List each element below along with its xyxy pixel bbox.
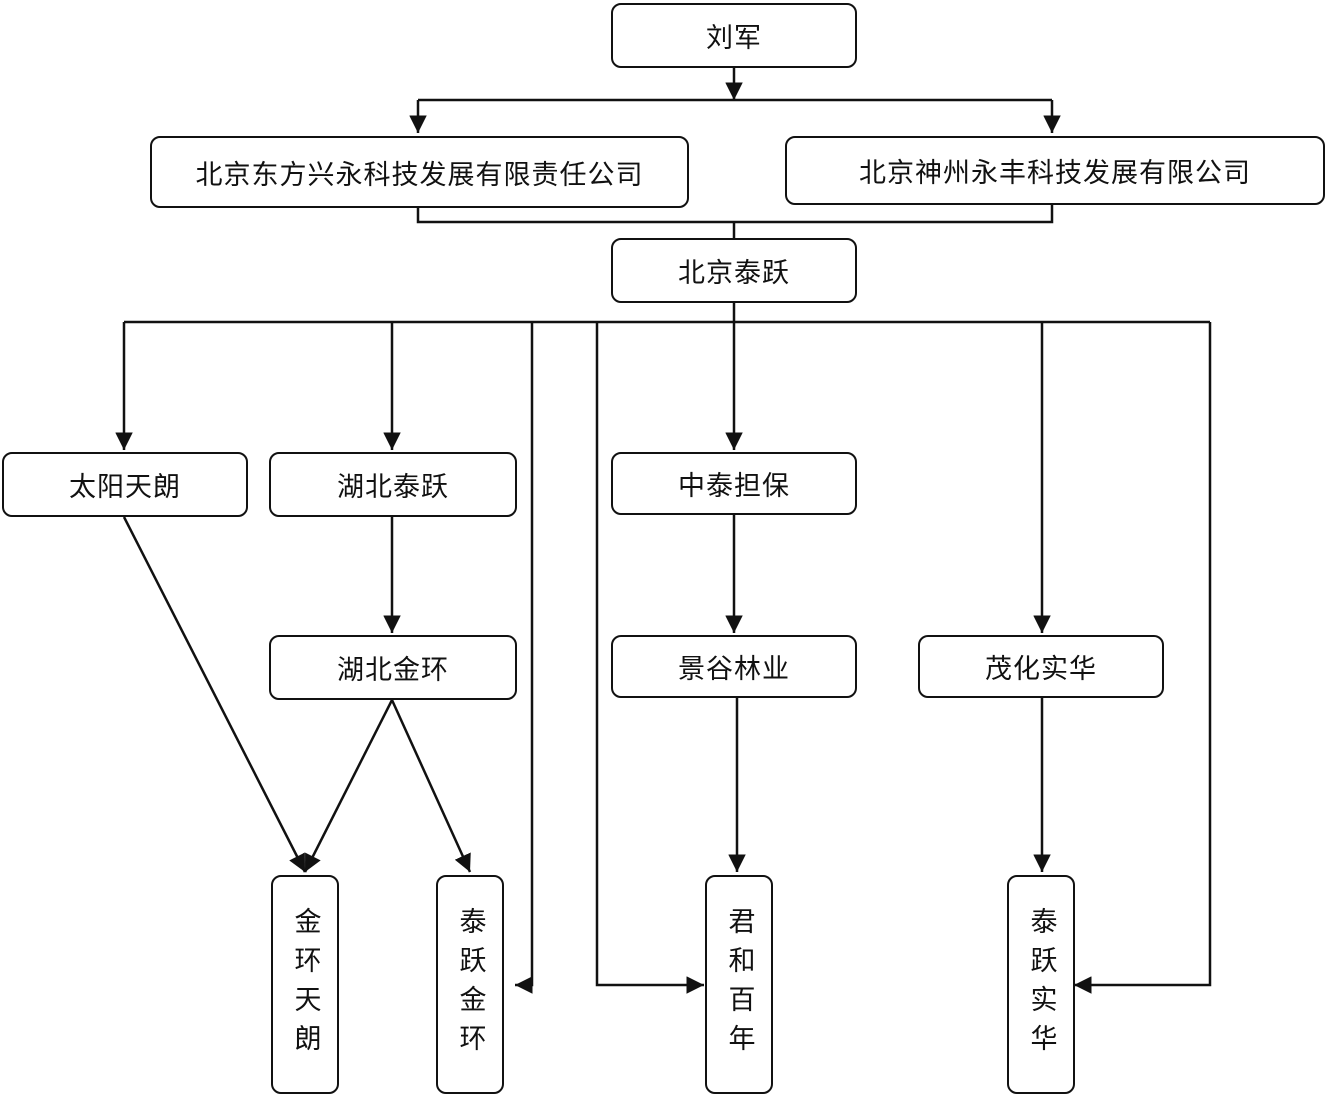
node-junhe: 君和百年 (705, 875, 773, 1094)
node-dongfang: 北京东方兴永科技发展有限责任公司 (150, 136, 689, 208)
node-maohua: 茂化实华 (918, 635, 1164, 698)
edge-direct-taiyueshihua (1074, 322, 1212, 994)
node-jinhuantianlang: 金环天朗 (271, 875, 339, 1094)
node-taiyang: 太阳天朗 (2, 452, 248, 517)
node-zhongtai: 中泰担保 (611, 452, 857, 515)
node-liujun: 刘军 (611, 3, 857, 68)
node-taiyueshihua: 泰跃实华 (1007, 875, 1075, 1094)
node-hbtaiyue: 湖北泰跃 (269, 452, 517, 517)
edge-hbjinhuan-to-jinhuantianlang (303, 699, 394, 873)
edge-direct-taiyuejinhuan (515, 322, 534, 994)
node-hbjinhuan: 湖北金环 (269, 635, 517, 700)
edge-direct-junhe (595, 322, 704, 994)
node-bjtaiyue: 北京泰跃 (611, 238, 857, 303)
edge-taiyang-to-jinhuantianlang (122, 516, 307, 873)
node-shenzhou: 北京神州永丰科技发展有限公司 (785, 136, 1325, 205)
edge-hbjinhuan-to-taiyuejinhuan (390, 699, 472, 873)
node-jinggu: 景谷林业 (611, 635, 857, 698)
node-taiyuejinhuan: 泰跃金环 (436, 875, 504, 1094)
